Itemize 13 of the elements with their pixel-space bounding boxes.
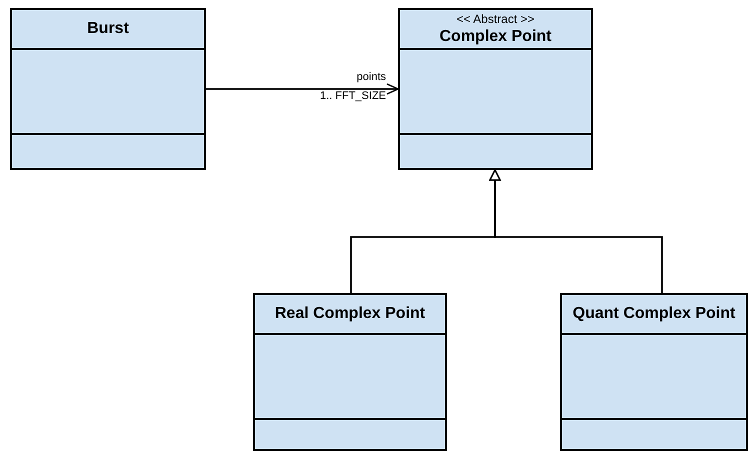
class-box (398, 8, 593, 170)
class-name: Real Complex Point (274, 304, 426, 324)
stereotype-label: << Abstract >> (456, 12, 535, 26)
class-name: Quant Complex Point (572, 304, 736, 324)
inheritance-arrow (489, 169, 663, 293)
class-name: Burst (87, 19, 129, 39)
class-box (560, 293, 748, 451)
class-box (10, 8, 206, 170)
edge-label: points (356, 72, 386, 83)
multiplicity-label: 1.. FFT_SIZE (320, 91, 386, 102)
class-box (253, 293, 447, 451)
association-arrow (206, 83, 399, 95)
class-name: Complex Point (439, 26, 552, 46)
